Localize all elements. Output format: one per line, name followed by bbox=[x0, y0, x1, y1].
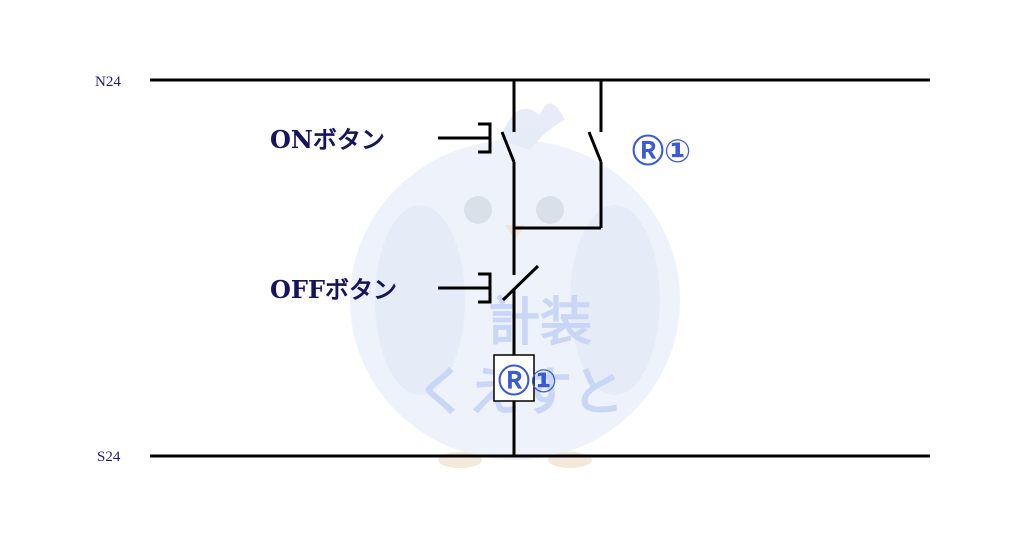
off-button-actuator bbox=[438, 272, 492, 304]
on-button-actuator bbox=[438, 122, 492, 154]
bottom-rail-label: S24 bbox=[97, 449, 121, 465]
on-button-label: ONボタン bbox=[270, 125, 385, 154]
relay-contact-label: Ⓡ① bbox=[632, 132, 691, 170]
circuit-wiring bbox=[500, 80, 603, 456]
off-button-label: OFFボタン bbox=[270, 275, 397, 304]
watermark-line1: 計装 bbox=[488, 293, 592, 353]
top-rail-label: N24 bbox=[95, 74, 121, 90]
relay-coil-label: Ⓡ① bbox=[498, 362, 557, 400]
relay-coil-box bbox=[493, 354, 535, 402]
